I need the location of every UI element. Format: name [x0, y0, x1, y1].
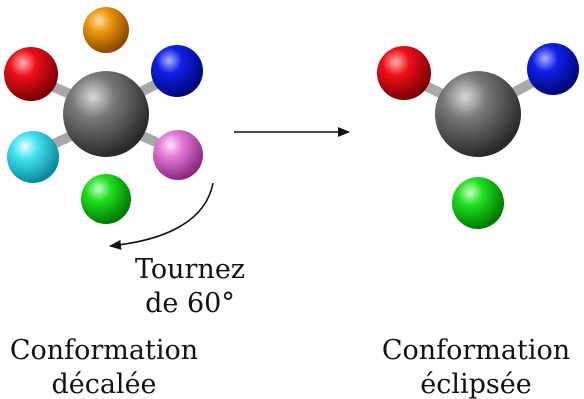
- atom-carbon: [63, 71, 149, 157]
- diagram-canvas: [4, 7, 579, 250]
- staggered-molecule: [4, 7, 203, 224]
- staggered-caption-line1: Conformation: [9, 335, 199, 366]
- eclipsed-caption: Conformation éclipsée: [376, 334, 576, 399]
- staggered-caption-line2: décalée: [51, 369, 157, 399]
- rotation-label: Tournez de 60°: [128, 253, 252, 321]
- rotation-label-line1: Tournez: [134, 254, 246, 285]
- atom-pink: [153, 130, 203, 180]
- atom-cyan: [7, 131, 59, 183]
- atom-green: [81, 174, 131, 224]
- eclipsed-caption-line2: éclipsée: [420, 369, 532, 399]
- atom-red-eclipsed: [377, 46, 431, 100]
- rotation-label-line2: de 60°: [145, 288, 235, 319]
- atom-green-eclipsed: [452, 177, 504, 229]
- rotation-arrow: [109, 182, 214, 250]
- staggered-caption: Conformation décalée: [0, 334, 208, 399]
- eclipsed-caption-line1: Conformation: [381, 335, 571, 366]
- atom-red: [4, 47, 58, 101]
- atom-blue-eclipsed: [527, 43, 579, 95]
- atom-orange: [83, 7, 129, 53]
- atom-carbon-eclipsed: [435, 71, 521, 157]
- atom-blue: [151, 45, 203, 97]
- eclipsed-molecule: [377, 43, 579, 229]
